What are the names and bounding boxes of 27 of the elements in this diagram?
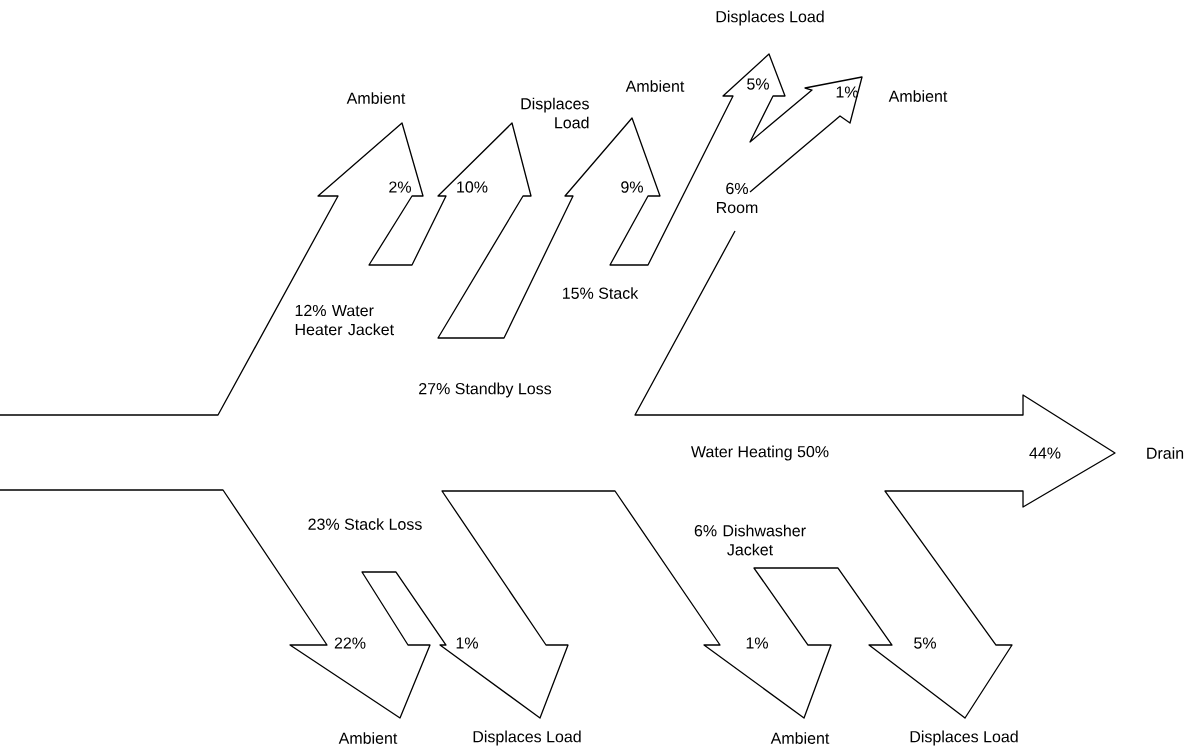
flow-label: 5%: [914, 637, 936, 649]
flow-label: Ambient: [888, 90, 948, 102]
flow-label: 10%: [457, 181, 488, 193]
flow-label: 9%: [621, 181, 643, 193]
flow-label: 15% Stack: [563, 287, 639, 299]
flow-label: Drain: [1147, 447, 1184, 459]
flow-label: Water Heating 50%: [691, 445, 829, 461]
flow-label: Ambient: [346, 92, 406, 104]
flow-label: 5%: [747, 78, 769, 90]
flow-label: 6% Dishwasher Jacket: [694, 524, 806, 556]
flow-label: Displaces Load: [910, 730, 1018, 746]
flow-label: 23% Stack Loss: [308, 518, 422, 530]
flow-label: 44%: [1029, 447, 1061, 459]
flow-label: 1%: [746, 637, 768, 649]
flow-label: Displaces Load: [716, 10, 824, 26]
flow-label: Ambient: [338, 732, 398, 744]
flow-label: 27% Standby Loss: [419, 382, 552, 398]
flow-label: Ambient: [770, 732, 830, 744]
flow-label: 1%: [836, 86, 858, 98]
flow-label: 6% Room: [717, 182, 758, 214]
flow-label: 1%: [456, 637, 478, 649]
flow-label: 2%: [389, 181, 411, 193]
flow-label: Ambient: [625, 80, 685, 92]
flow-label: Displaces Load: [473, 730, 581, 746]
flow-label: 12% Water Heater Jacket: [295, 304, 394, 336]
flow-label: 22%: [334, 637, 366, 649]
flow-label: Displaces Load: [521, 97, 589, 129]
